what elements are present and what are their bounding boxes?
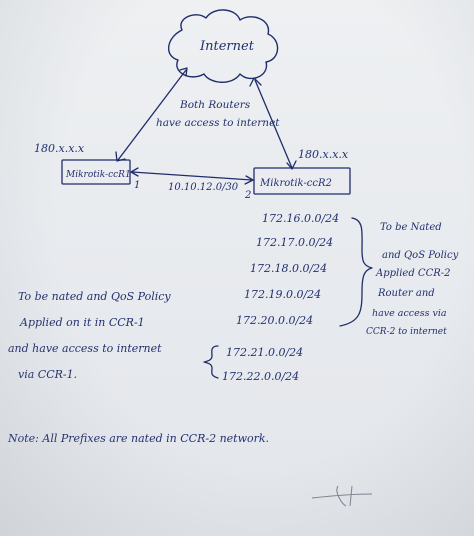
router-ccr1-box [61, 159, 131, 185]
ccr1-note-line-4: via CCR-1. [18, 368, 77, 381]
ccr2-prefix-2: 172.17.0.0/24 [256, 236, 333, 249]
access-note-line-2: have access to internet [156, 117, 280, 129]
ccr1-prefix-2: 172.22.0.0/24 [222, 370, 299, 383]
ccr1-note-line-3: and have access to internet [8, 342, 162, 355]
ccr2-note-line-4: Router and [377, 288, 435, 299]
ccr2-prefix-3: 172.18.0.0/24 [250, 262, 327, 275]
ccr2-prefix-4: 172.19.0.0/24 [244, 288, 321, 301]
ccr2-note-line-3: Applied CCR-2 [375, 268, 451, 279]
internet-cloud [168, 9, 279, 83]
link-subnet-label: 10.10.12.0/30 [168, 182, 239, 193]
ccr2-note-line-5: have access via [372, 308, 447, 319]
brace-ccr2-prefixes [339, 217, 373, 327]
router-ccr1-wan: 180.x.x.x [34, 142, 85, 155]
ccr1-note-line-1: To be nated and QoS Policy [18, 290, 171, 303]
footer-note: Note: All Prefixes are nated in CCR-2 ne… [7, 432, 269, 445]
ccr2-note-line-2: and QoS Policy [382, 250, 459, 261]
signature-scribble [311, 485, 373, 507]
router-ccr2-label: Mikrotik-ccR2 [259, 178, 332, 189]
arrow-ccr1-to-internet [117, 69, 187, 161]
access-note-line-1: Both Routers [179, 99, 251, 111]
cloud-label: Internet [199, 39, 255, 54]
link-ccr1-ccr2 [131, 171, 253, 181]
ccr2-note-line-1: To be Nated [380, 222, 442, 233]
router-ccr1-label: Mikrotik-ccR1 [65, 170, 131, 180]
ccr2-prefix-1: 172.16.0.0/24 [262, 212, 339, 225]
ccr2-note-line-6: CCR-2 to internet [366, 327, 447, 337]
router-ccr2-wan: 180.x.x.x [298, 148, 349, 161]
brace-ccr1-prefixes [203, 345, 219, 379]
ccr1-note-line-2: Applied on it in CCR-1 [19, 316, 145, 329]
ccr2-prefix-5: 172.20.0.0/24 [236, 314, 313, 327]
router-ccr1-port: 1 [134, 180, 140, 191]
router-ccr2-port: 2 [244, 190, 251, 201]
ccr1-prefix-1: 172.21.0.0/24 [226, 346, 303, 359]
arrow-ccr2-to-internet [254, 79, 293, 169]
router-ccr2-box [253, 167, 351, 195]
